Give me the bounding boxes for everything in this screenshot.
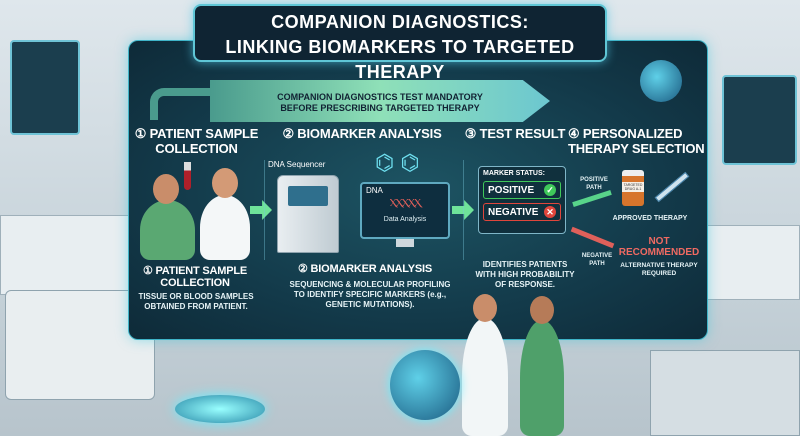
step1-subheading: ① PATIENT SAMPLE COLLECTION [142,265,248,289]
patient-figure-bottom [520,320,564,436]
step2-subheading: ② BIOMARKER ANALYSIS [297,263,432,275]
drug-bottle: TARGETED DRUG A-1 [622,170,644,206]
negative-badge: NEGATIVE ✕ [483,203,561,221]
dna-sequencer-device [277,175,339,253]
patient-figure [140,200,195,260]
title-line-2: LINKING BIOMARKERS TO TARGETED THERAPY [225,37,575,82]
data-analysis-monitor: DNA ⲬⲬⲬⲬⲬ Data Analysis [360,182,450,239]
title-line-1: COMPANION DIAGNOSTICS: [271,12,529,32]
globe-icon [640,60,682,102]
lab-cabinet-left [0,215,130,295]
step3-description: IDENTIFIES PATIENTS WITH HIGH PROBABILIT… [475,260,575,289]
page-title: COMPANION DIAGNOSTICS: LINKING BIOMARKER… [193,4,607,82]
doctor-head [212,168,238,198]
lab-monitor-right [722,75,797,165]
doctor-figure-bottom [462,318,508,436]
step3-heading: ③ TEST RESULT [464,126,566,141]
positive-path-label: POSITIVE PATH [580,177,608,191]
not-recommended-label: NOT RECOMMENDED [618,236,700,258]
approved-therapy-label: APPROVED THERAPY [612,215,688,222]
monitor-title: DNA [366,186,383,195]
divider [463,160,464,260]
patient-head [153,174,179,204]
monitor-stand [396,239,414,247]
step4-heading: ④ PERSONALIZED THERAPY SELECTION [568,126,705,156]
banner-arrow-tail [150,88,220,120]
step1-heading: ① PATIENT SAMPLE COLLECTION [134,126,259,156]
dna-helix-icon: ⲬⲬⲬⲬⲬ [389,197,422,209]
divider [264,160,265,260]
molecule-icon: ⌬ ⌬ [375,150,420,175]
blood-tube-icon [184,162,191,190]
lab-cabinet-right [700,225,800,300]
mandatory-test-banner: COMPANION DIAGNOSTICS TEST MANDATORY BEF… [210,80,550,122]
banner-line-1: COMPANION DIAGNOSTICS TEST MANDATORY [277,92,483,102]
positive-badge: POSITIVE ✓ [483,181,561,199]
banner-line-2: BEFORE PRESCRIBING TARGETED THERAPY [280,103,480,113]
check-icon: ✓ [544,184,556,196]
hologram-pedestal [175,395,265,423]
alternative-therapy-label: ALTERNATIVE THERAPY REQUIRED [620,262,698,277]
patient-head-bottom [530,296,554,324]
negative-label: NEGATIVE [488,206,539,218]
x-icon: ✕ [544,206,556,218]
negative-path-label: NEGATIVE PATH [581,253,613,267]
drug-label: TARGETED DRUG A-1 [622,182,644,192]
lab-desk-right [650,350,800,436]
step2-description: SEQUENCING & MOLECULAR PROFILING TO IDEN… [289,280,451,309]
monitor-caption: Data Analysis [383,216,427,223]
dna-sequencer-label: DNA Sequencer [268,160,326,169]
marker-status-panel: MARKER STATUS: POSITIVE ✓ NEGATIVE ✕ [478,166,566,234]
step1-description: TISSUE OR BLOOD SAMPLES OBTAINED FROM PA… [138,292,254,311]
doctor-head-bottom [473,294,497,322]
step2-heading: ② BIOMARKER ANALYSIS [282,126,442,141]
lab-monitor-left [10,40,80,135]
doctor-figure [200,195,250,260]
marker-status-label: MARKER STATUS: [483,170,545,177]
positive-label: POSITIVE [488,184,535,196]
globe-icon [390,350,460,420]
